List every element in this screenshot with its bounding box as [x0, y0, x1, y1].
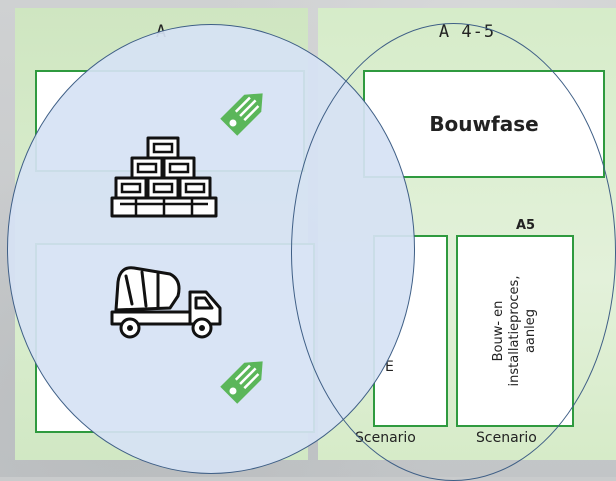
cement-mixer-truck-icon — [110, 266, 222, 339]
construction-circle — [291, 23, 616, 481]
price-tag-icon — [220, 361, 263, 404]
price-tag-icon — [220, 93, 263, 136]
stacked-blocks-icon — [110, 136, 218, 218]
